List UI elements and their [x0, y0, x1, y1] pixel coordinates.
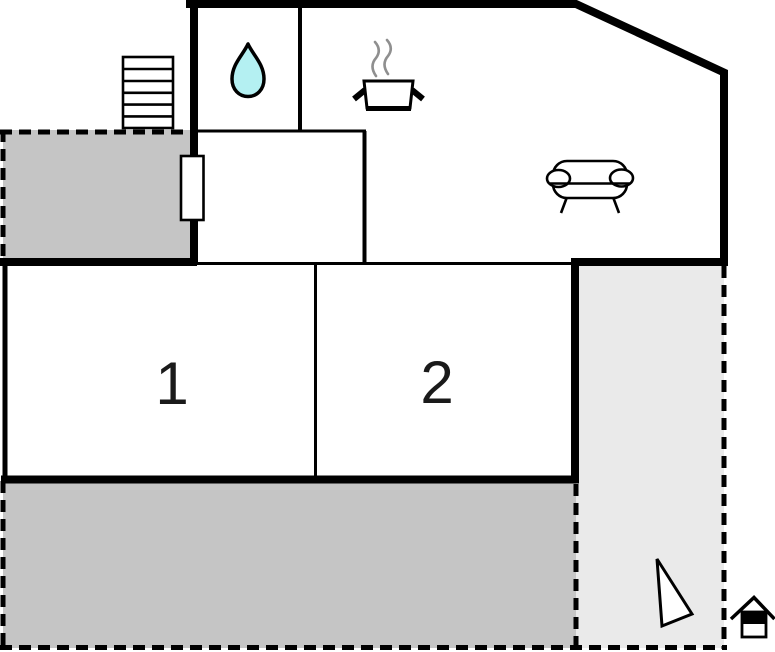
- pot-body: [362, 79, 415, 110]
- house-body-upper: [742, 612, 766, 624]
- exterior-wall-outline: [186, 0, 728, 481]
- terrace-dashed-borders: [0, 129, 727, 650]
- sofa-icon: [545, 159, 635, 214]
- water-drop-icon: [230, 42, 266, 99]
- pot-handle-left: [352, 87, 367, 102]
- interior-walls: [2, 3, 576, 480]
- house-icon: [729, 595, 775, 639]
- stairs-steps: [123, 67, 173, 118]
- sofa-leg-right: [611, 196, 621, 214]
- terrace-right: [576, 262, 724, 648]
- room-2-label: 2: [420, 349, 454, 416]
- stairs-icon: [121, 55, 175, 130]
- north-arrow-icon: [655, 558, 695, 629]
- pot-handle-right: [410, 87, 425, 102]
- sofa-leg-left: [559, 196, 569, 214]
- steam-lines-icon: [371, 38, 393, 78]
- terrace-bottom: [3, 479, 576, 648]
- house-body-outline: [740, 610, 768, 639]
- room-1-label: 1: [155, 350, 189, 417]
- entrance-door-icon: [179, 154, 205, 222]
- terrace-top-left: [3, 130, 191, 262]
- cooking-pot-icon: [352, 38, 425, 111]
